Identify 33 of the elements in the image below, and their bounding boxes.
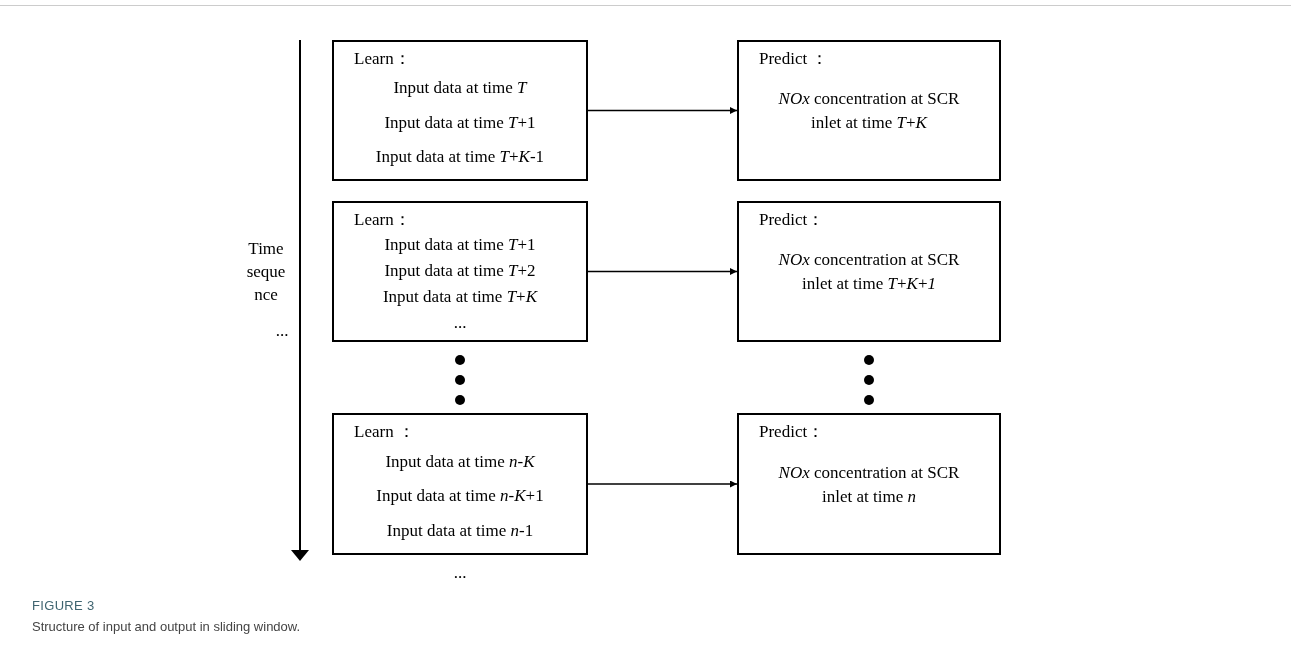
arrow xyxy=(587,107,738,114)
ellipsis: ... xyxy=(274,320,290,342)
input-line: Input data at time T+1 xyxy=(384,113,536,133)
input-line: Input data at time n-1 xyxy=(386,522,534,541)
arrow xyxy=(587,480,738,488)
output-box xyxy=(737,413,1001,555)
prediction-text: NOx concentration at SCR inlet at time T+K+1 xyxy=(777,249,961,296)
input-box xyxy=(332,413,588,555)
figure-number: FIGURE 3 xyxy=(32,597,95,615)
output-box xyxy=(737,201,1001,342)
arrow xyxy=(587,268,738,275)
input-line: Input data at time n-K xyxy=(385,452,535,472)
box-heading: Predict ： xyxy=(758,48,829,70)
input-line: Input data at time T+K xyxy=(382,287,538,307)
box-heading: Learn： xyxy=(353,48,411,70)
input-line: Input data at time T xyxy=(393,79,527,99)
figure-caption: Structure of input and output in sliding window. xyxy=(32,618,301,636)
output-box xyxy=(737,40,1001,181)
input-box xyxy=(332,201,588,342)
input-line: Input data at time T+K-1 xyxy=(375,148,545,168)
box-heading: Learn ： xyxy=(353,421,415,443)
box-heading: Predict： xyxy=(758,209,825,231)
input-box xyxy=(332,40,588,181)
prediction-text: NOx concentration at SCR inlet at time T+K xyxy=(777,88,961,135)
ellipsis: ... xyxy=(452,562,468,584)
input-line: Input data at time T+1 xyxy=(384,236,536,255)
input-line: Input data at time n-K+1 xyxy=(376,487,544,507)
input-line: ... xyxy=(453,313,467,333)
box-heading: Predict： xyxy=(758,421,825,443)
input-line: Input data at time T+2 xyxy=(384,261,536,281)
box-heading: Learn： xyxy=(353,209,411,231)
prediction-text: NOx concentration at SCR inlet at time n xyxy=(777,461,961,508)
axis-label: Time seque nce xyxy=(245,238,287,306)
